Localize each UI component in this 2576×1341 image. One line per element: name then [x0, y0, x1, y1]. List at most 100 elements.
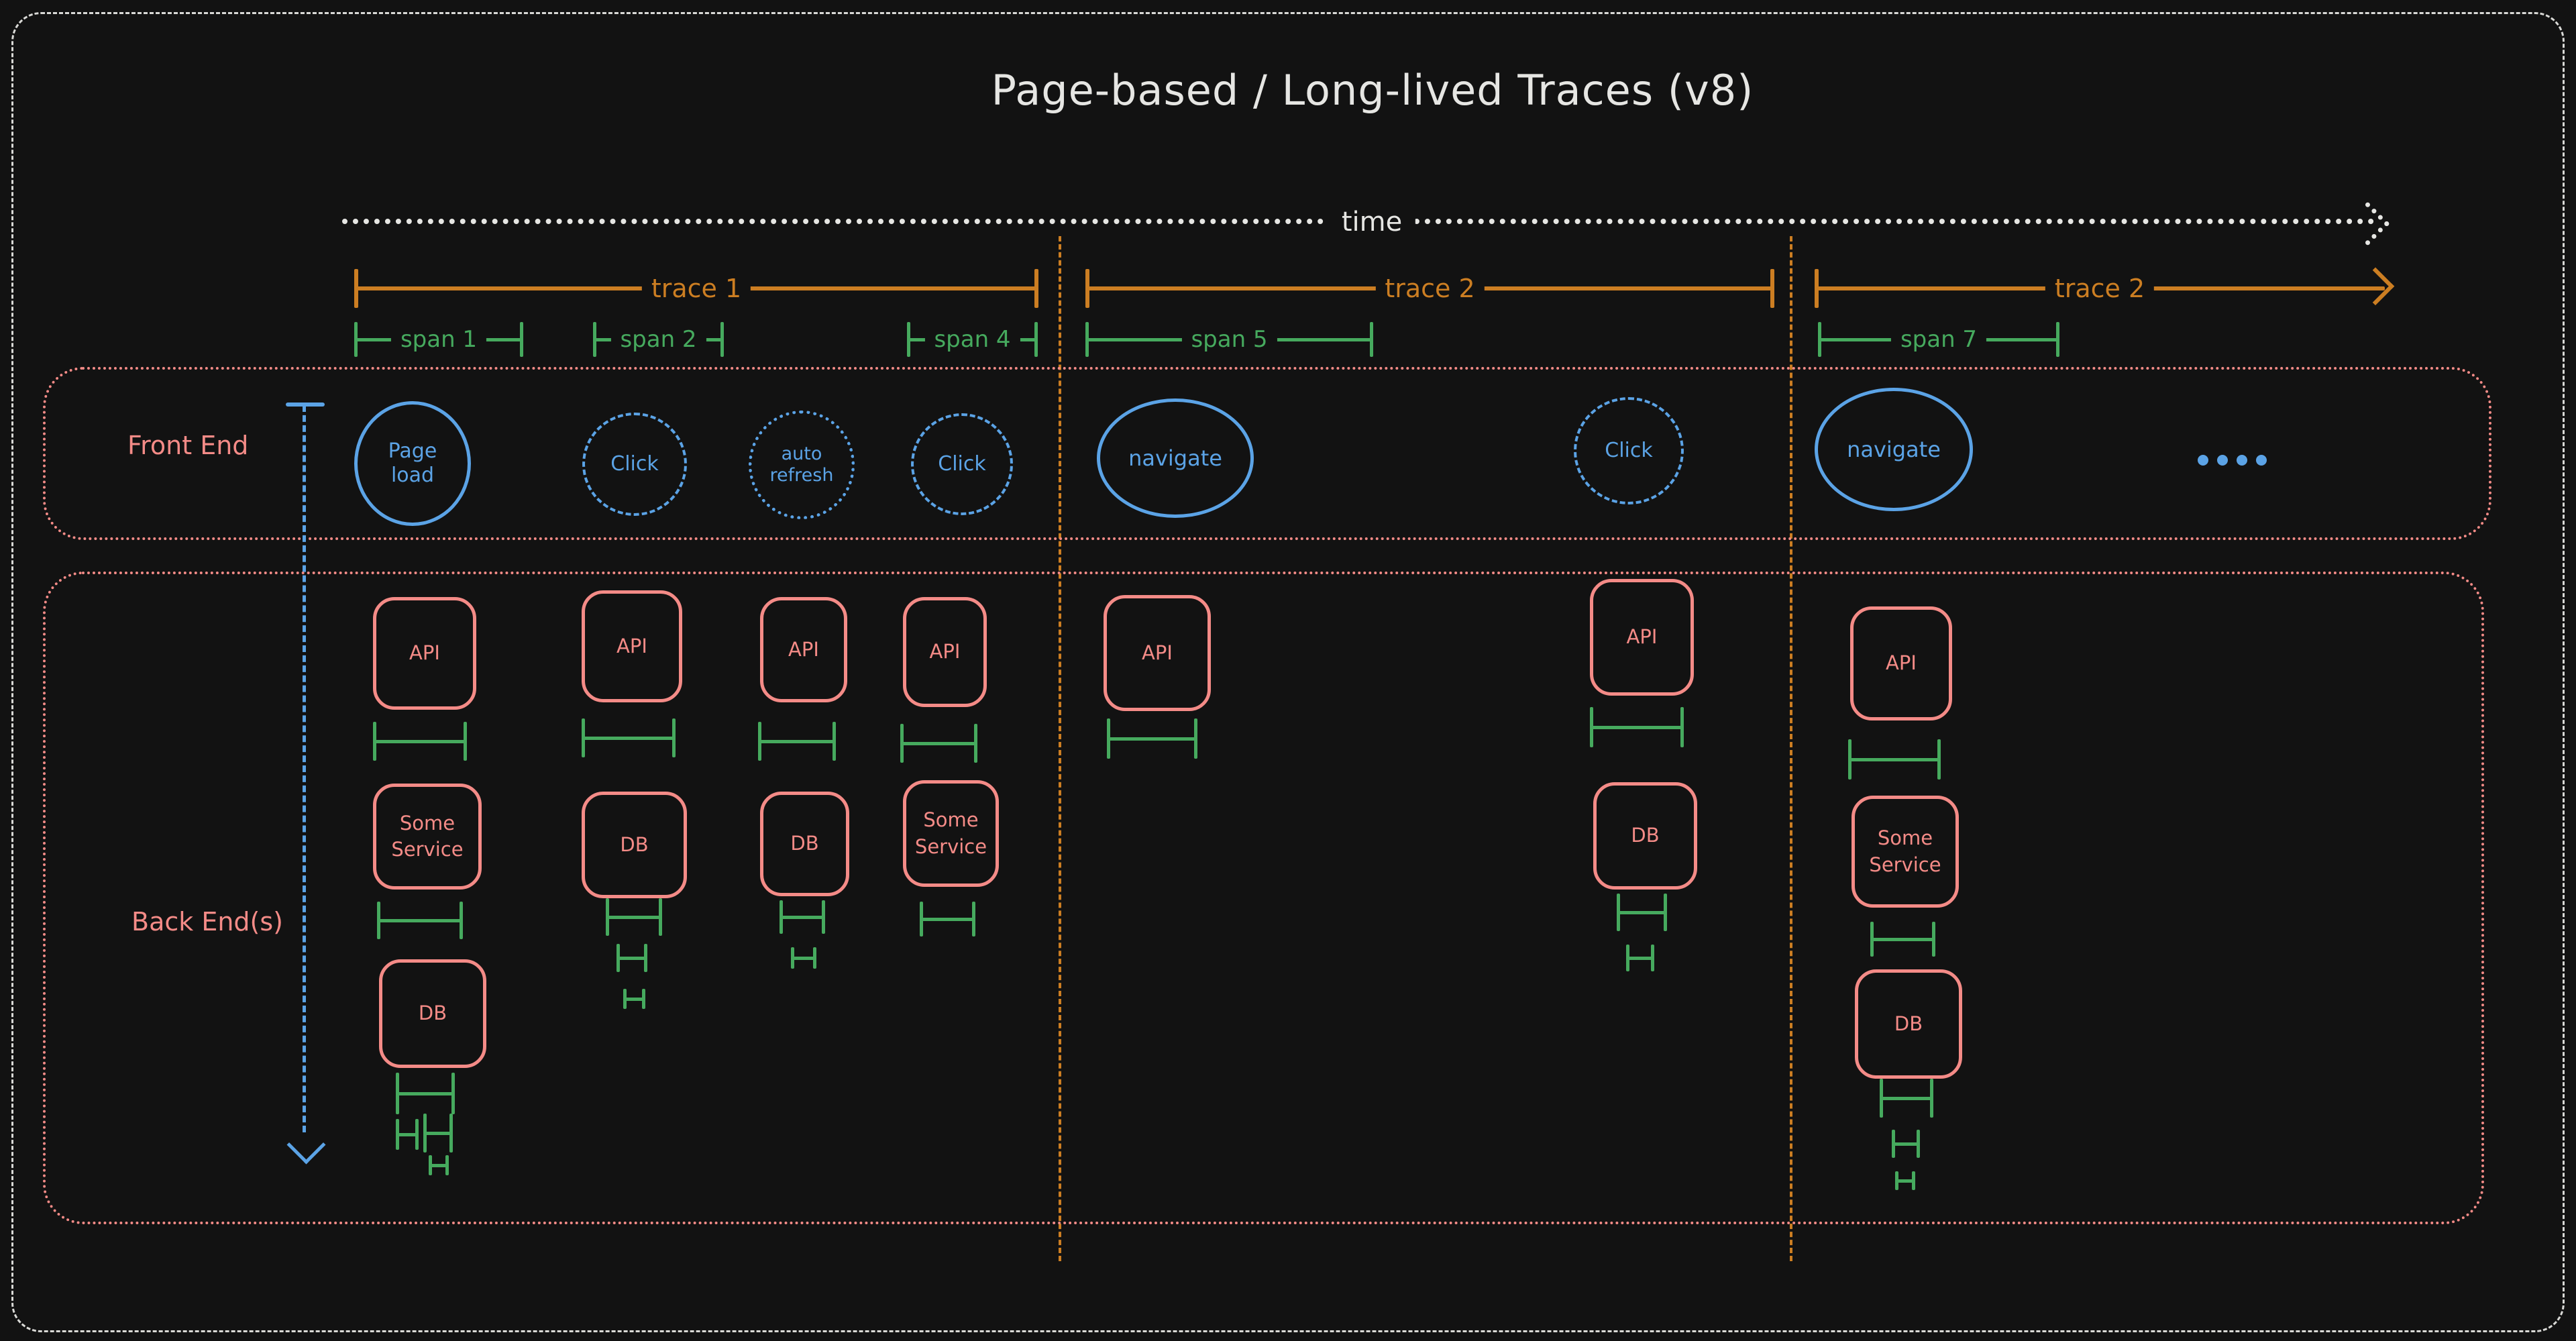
event-label: Click [938, 452, 986, 476]
event-label: load [390, 464, 435, 487]
backend-span-bracket [1880, 1079, 1933, 1118]
backend-span-bracket [900, 724, 977, 763]
box-label: DB [418, 1002, 447, 1025]
event-click-2: Click [911, 413, 1013, 515]
backend-container [43, 572, 2484, 1224]
span-bracket-7: span 7 [1818, 322, 2059, 357]
box-label: Some [923, 808, 979, 832]
backend-span-bracket [920, 902, 975, 936]
event-label: navigate [1128, 445, 1222, 471]
box-label: Some [399, 811, 455, 835]
backend-span-bracket [1617, 894, 1667, 931]
backend-row-label: Back End(s) [131, 907, 283, 936]
db-box: DB [760, 792, 849, 896]
box-label: Service [1869, 853, 1941, 876]
some-service-box: Some Service [373, 784, 482, 890]
outer-dashed-border [11, 12, 2565, 1332]
backend-span-bracket [1895, 1171, 1915, 1190]
box-label: API [1886, 651, 1917, 675]
span-bracket-2: span 2 [593, 322, 724, 357]
backend-span-bracket [429, 1155, 449, 1175]
db-box: DB [582, 792, 687, 898]
more-events-ellipsis-icon [2198, 455, 2267, 466]
db-box: DB [1855, 969, 1962, 1079]
backend-span-bracket [780, 900, 825, 934]
span-bracket-4: span 4 [907, 322, 1038, 357]
backend-span-bracket [1892, 1130, 1920, 1158]
api-box: API [1104, 595, 1211, 711]
backend-span-bracket [377, 902, 463, 939]
box-label: Service [914, 835, 987, 858]
backend-span-bracket [791, 947, 816, 969]
event-label: Click [610, 452, 659, 476]
event-label: auto [781, 443, 822, 464]
backend-span-bracket [1626, 945, 1654, 971]
box-label: API [409, 641, 440, 665]
event-page-load: Page load [354, 401, 471, 526]
api-box: API [1590, 579, 1694, 696]
api-box: API [373, 597, 476, 710]
backend-span-bracket [1107, 718, 1197, 759]
api-box: API [903, 597, 987, 707]
box-label: DB [620, 833, 649, 856]
backend-span-bracket [582, 718, 676, 757]
backend-span-bracket [1590, 707, 1684, 747]
some-service-box: Some Service [1851, 796, 1959, 908]
span-label: span 1 [390, 326, 487, 353]
page-timeline-dashed-line [303, 405, 306, 1132]
box-label: API [929, 640, 961, 663]
trace-divider-2 [1790, 236, 1792, 1261]
diagram-title: Page-based / Long-lived Traces (v8) [991, 66, 1754, 115]
span-label: span 7 [1890, 326, 1987, 353]
api-box: API [1850, 606, 1952, 720]
time-axis-label: time [1328, 207, 1416, 237]
box-label: Service [391, 838, 464, 861]
trace-divider-1 [1059, 236, 1061, 1261]
backend-span-bracket [396, 1073, 455, 1114]
backend-span-bracket [616, 944, 647, 972]
backend-span-bracket [396, 1119, 419, 1150]
trace-label: trace 1 [641, 274, 751, 303]
event-label: refresh [769, 465, 834, 486]
frontend-container [43, 367, 2491, 540]
backend-span-bracket [758, 722, 836, 761]
page-timeline-cap [286, 403, 325, 407]
event-navigate-1: navigate [1097, 398, 1254, 518]
event-label: Page [388, 439, 437, 463]
event-navigate-2: navigate [1815, 388, 1973, 511]
event-click-1: Click [582, 413, 687, 516]
trace-bracket-1: trace 1 [354, 269, 1038, 308]
box-label: DB [1894, 1012, 1923, 1035]
box-label: DB [1631, 824, 1660, 847]
event-auto-refresh: auto refresh [749, 411, 855, 519]
span-label: span 4 [924, 326, 1020, 353]
backend-span-bracket [606, 898, 662, 936]
frontend-row-label: Front End [127, 431, 249, 460]
db-box: DB [379, 959, 486, 1068]
box-label: API [1626, 625, 1658, 649]
backend-span-bracket [1848, 739, 1941, 780]
db-box: DB [1593, 782, 1697, 890]
span-label: span 5 [1181, 326, 1277, 353]
box-label: API [1142, 641, 1173, 664]
api-box: API [582, 590, 682, 702]
box-label: DB [790, 832, 819, 855]
api-box: API [760, 597, 847, 702]
span-label: span 2 [610, 326, 706, 353]
event-label: Click [1605, 439, 1653, 462]
backend-span-bracket [423, 1114, 453, 1152]
event-click-3: Click [1574, 397, 1684, 504]
event-label: navigate [1847, 436, 1941, 462]
backend-span-bracket [623, 989, 645, 1009]
box-label: API [616, 634, 647, 657]
backend-span-bracket [1870, 922, 1935, 957]
span-bracket-1: span 1 [354, 322, 523, 357]
trace-label: trace 2 [2045, 274, 2155, 303]
some-service-box: Some Service [903, 780, 999, 887]
box-label: Some [1877, 826, 1933, 850]
span-bracket-5: span 5 [1085, 322, 1373, 357]
trace-bracket-3: trace 2 [1815, 267, 2395, 308]
backend-span-bracket [373, 722, 467, 761]
trace-label: trace 2 [1375, 274, 1485, 303]
